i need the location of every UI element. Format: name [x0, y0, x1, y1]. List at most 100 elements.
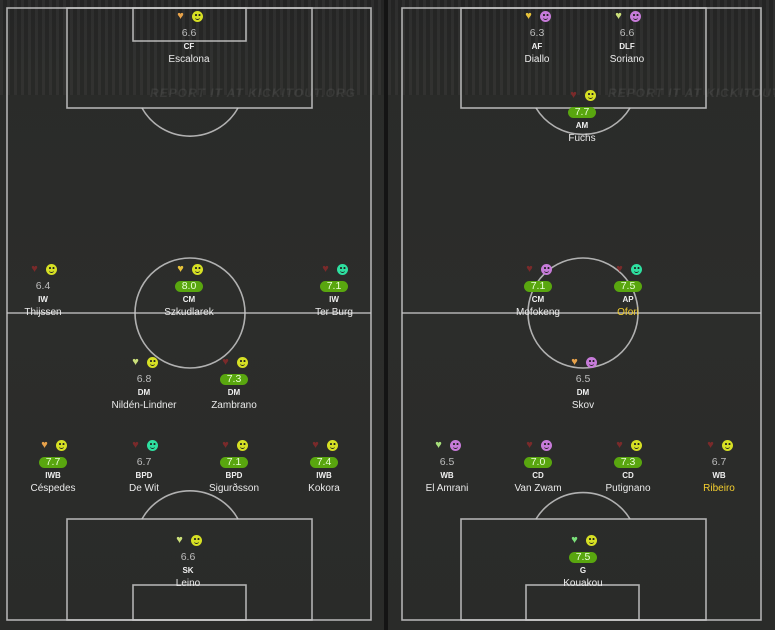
- player-position: IW: [38, 295, 48, 304]
- player-rating: 7.0: [523, 457, 553, 468]
- player-name: Kouakou: [563, 578, 603, 589]
- condition-heart-icon: ♥: [176, 534, 183, 546]
- player-rating: 7.5: [613, 281, 643, 292]
- player-rating: 7.7: [567, 107, 597, 118]
- player-position: AM: [575, 121, 589, 130]
- player-soriano[interactable]: ♥ 6.6 DLF Soriano: [572, 10, 682, 66]
- pitch-markings: [6, 7, 372, 621]
- player-rating: 7.4: [309, 457, 339, 468]
- morale-smiley-icon: [450, 440, 461, 451]
- condition-heart-icon: ♥: [41, 439, 48, 451]
- player-rating: 6.7: [711, 456, 727, 468]
- right-pitch: REPORT IT AT KICKITOUT.ORG ♥ 6.3 AF Dial…: [388, 0, 775, 630]
- condition-heart-icon: ♥: [526, 263, 533, 275]
- morale-smiley-icon: [631, 264, 642, 275]
- player-name: Thijssen: [24, 307, 62, 318]
- player-position: DM: [227, 388, 241, 397]
- player-name: Van Zwam: [514, 483, 562, 494]
- morale-smiley-icon: [541, 264, 552, 275]
- morale-smiley-icon: [147, 357, 158, 368]
- player-thijssen[interactable]: ♥ 6.4 IW Thijssen: [0, 263, 98, 319]
- condition-heart-icon: ♥: [435, 439, 442, 451]
- player-rating: 7.1: [219, 457, 249, 468]
- player-position: AF: [531, 42, 543, 51]
- condition-heart-icon: ♥: [322, 263, 329, 275]
- player-rating: 6.5: [439, 456, 455, 468]
- morale-smiley-icon: [191, 535, 202, 546]
- player-diallo[interactable]: ♥ 6.3 AF Diallo: [482, 10, 592, 66]
- player-rating: 8.0: [174, 281, 204, 292]
- panel-divider: [384, 0, 388, 630]
- condition-heart-icon: ♥: [132, 439, 139, 451]
- player-ribeiro[interactable]: ♥ 6.7 WB Ribeiro: [664, 439, 774, 495]
- morale-smiley-icon: [540, 11, 551, 22]
- condition-heart-icon: ♥: [707, 439, 714, 451]
- condition-heart-icon: ♥: [616, 439, 623, 451]
- player-skov[interactable]: ♥ 6.5 DM Skov: [528, 356, 638, 412]
- player-rating: 6.5: [575, 373, 591, 385]
- player-name: Diallo: [524, 54, 550, 65]
- morale-smiley-icon: [147, 440, 158, 451]
- player-position: WB: [440, 471, 454, 480]
- player-name: Skov: [571, 400, 595, 411]
- player-position: WB: [712, 471, 726, 480]
- player-zambrano[interactable]: ♥ 7.3 DM Zambrano: [179, 356, 289, 412]
- player-name: Ofori: [617, 307, 639, 318]
- player-position: DLF: [619, 42, 635, 51]
- player-rating: 6.3: [529, 27, 545, 39]
- player-position: CM: [182, 295, 196, 304]
- player-name: Putignano: [605, 483, 651, 494]
- morale-smiley-icon: [56, 440, 67, 451]
- player-ter-burg[interactable]: ♥ 7.1 IW Ter Burg: [279, 263, 384, 319]
- player-position: CF: [183, 42, 195, 51]
- player-name: El Amrani: [425, 483, 469, 494]
- condition-heart-icon: ♥: [222, 356, 229, 368]
- morale-smiley-icon: [586, 357, 597, 368]
- player-mofokeng[interactable]: ♥ 7.1 CM Mofokeng: [483, 263, 593, 319]
- condition-heart-icon: ♥: [132, 356, 139, 368]
- morale-smiley-icon: [192, 264, 203, 275]
- player-name: Soriano: [609, 54, 645, 65]
- player-name: Céspedes: [30, 483, 76, 494]
- player-position: CD: [622, 471, 634, 480]
- player-rating: 6.4: [35, 280, 51, 292]
- player-szkudlarek[interactable]: ♥ 8.0 CM Szkudlarek: [134, 263, 244, 319]
- watermark: REPORT IT AT KICKITOUT.ORG: [150, 86, 356, 100]
- player-position: IWB: [316, 471, 332, 480]
- condition-heart-icon: ♥: [222, 439, 229, 451]
- condition-heart-icon: ♥: [571, 534, 578, 546]
- player-position: G: [579, 566, 587, 575]
- morale-smiley-icon: [541, 440, 552, 451]
- condition-heart-icon: ♥: [615, 10, 622, 22]
- morale-smiley-icon: [630, 11, 641, 22]
- player-position: DM: [137, 388, 151, 397]
- player-rating: 7.3: [613, 457, 643, 468]
- player-el-amrani[interactable]: ♥ 6.5 WB El Amrani: [392, 439, 502, 495]
- player-van-zwam[interactable]: ♥ 7.0 CD Van Zwam: [483, 439, 593, 495]
- player-kouakou[interactable]: ♥ 7.5 G Kouakou: [528, 534, 638, 590]
- player-putignano[interactable]: ♥ 7.3 CD Putignano: [573, 439, 683, 495]
- condition-heart-icon: ♥: [177, 263, 184, 275]
- player-escalona[interactable]: ♥ 6.6 CF Escalona: [134, 10, 244, 66]
- player-name: Leino: [175, 578, 201, 589]
- watermark: REPORT IT AT KICKITOUT.ORG: [608, 86, 775, 100]
- player-leino[interactable]: ♥ 6.6 SK Leino: [133, 534, 243, 590]
- player-fuchs[interactable]: ♥ 7.7 AM Fuchs: [527, 89, 637, 145]
- player-cespedes[interactable]: ♥ 7.7 IWB Céspedes: [0, 439, 108, 495]
- player-ofori[interactable]: ♥ 7.5 AP Ofori: [573, 263, 683, 319]
- condition-heart-icon: ♥: [31, 263, 38, 275]
- player-rating: 6.6: [619, 27, 635, 39]
- morale-smiley-icon: [192, 11, 203, 22]
- player-rating: 7.7: [38, 457, 68, 468]
- player-de-wit[interactable]: ♥ 6.7 BPD De Wit: [89, 439, 199, 495]
- player-name: De Wit: [129, 483, 159, 494]
- player-rating: 6.7: [136, 456, 152, 468]
- player-nilden-lindner[interactable]: ♥ 6.8 DM Nildén-Lindner: [89, 356, 199, 412]
- player-sigurdsson[interactable]: ♥ 7.1 BPD Sigurðsson: [179, 439, 289, 495]
- morale-smiley-icon: [585, 90, 596, 101]
- player-kokora[interactable]: ♥ 7.4 IWB Kokora: [269, 439, 379, 495]
- player-position: BPD: [135, 471, 153, 480]
- player-position: IW: [329, 295, 339, 304]
- player-rating: 6.8: [136, 373, 152, 385]
- player-position: BPD: [225, 471, 243, 480]
